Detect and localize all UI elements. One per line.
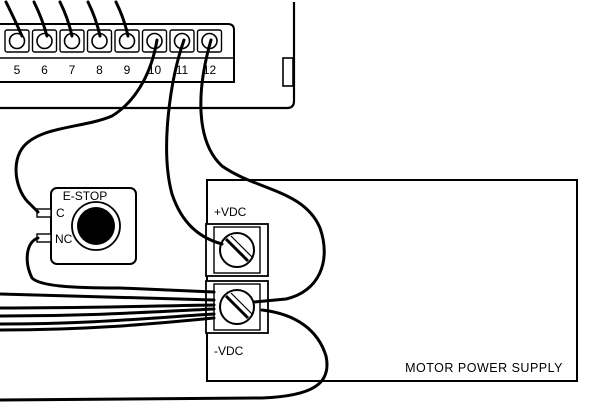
wire-term10-to-estop-c — [14, 38, 159, 214]
wires — [0, 38, 329, 402]
positive-terminal — [205, 223, 269, 277]
power-supply-name: MOTOR POWER SUPPLY — [405, 361, 563, 375]
wire-bundle-1 — [0, 292, 216, 302]
terminal-6: 6 — [31, 29, 58, 77]
terminal-10: 10 — [141, 29, 168, 77]
terminal-label: 6 — [41, 63, 48, 77]
wire-term12-to-negative — [199, 38, 326, 304]
terminal-block: 5 6 7 8 9 10 11 12 — [4, 29, 223, 77]
terminal-screw — [36, 32, 53, 50]
terminal-12: 12 — [196, 29, 223, 77]
terminal-label: 7 — [69, 63, 76, 77]
positive-terminal-label: +VDC — [214, 205, 247, 219]
negative-terminal — [205, 280, 269, 334]
wire-negative-return — [0, 308, 329, 402]
terminal-label: 9 — [124, 63, 131, 77]
terminal-screw — [8, 32, 26, 50]
estop-c-label: C — [56, 206, 65, 220]
terminal-9: 9 — [114, 29, 140, 77]
wires-upper — [4, 0, 130, 38]
terminal-label: 12 — [203, 63, 217, 77]
wire-bundle-4 — [0, 312, 216, 326]
estop-button — [77, 207, 115, 245]
wire-term11-to-positive — [165, 38, 224, 246]
estop-switch: E-STOP C NC — [36, 187, 137, 265]
terminal-5: 5 — [4, 29, 30, 77]
motor-power-supply: MOTOR POWER SUPPLY +VDC -VDC — [205, 179, 578, 382]
controller-housing — [0, 2, 296, 110]
wire-estop-nc-to-negative — [25, 236, 216, 294]
terminal-11: 11 — [169, 29, 195, 77]
terminal-label: 5 — [14, 63, 21, 77]
terminal-label: 8 — [96, 63, 103, 77]
estop-title: E-STOP — [63, 189, 107, 203]
negative-terminal-label: -VDC — [214, 344, 244, 358]
wire-bundle-3 — [0, 307, 216, 318]
wire-bundle-2 — [0, 303, 216, 310]
wire-bundle-5 — [0, 316, 216, 332]
estop-nc-label: NC — [55, 232, 73, 246]
terminal-label: 11 — [176, 63, 189, 77]
side-tab — [282, 57, 294, 87]
